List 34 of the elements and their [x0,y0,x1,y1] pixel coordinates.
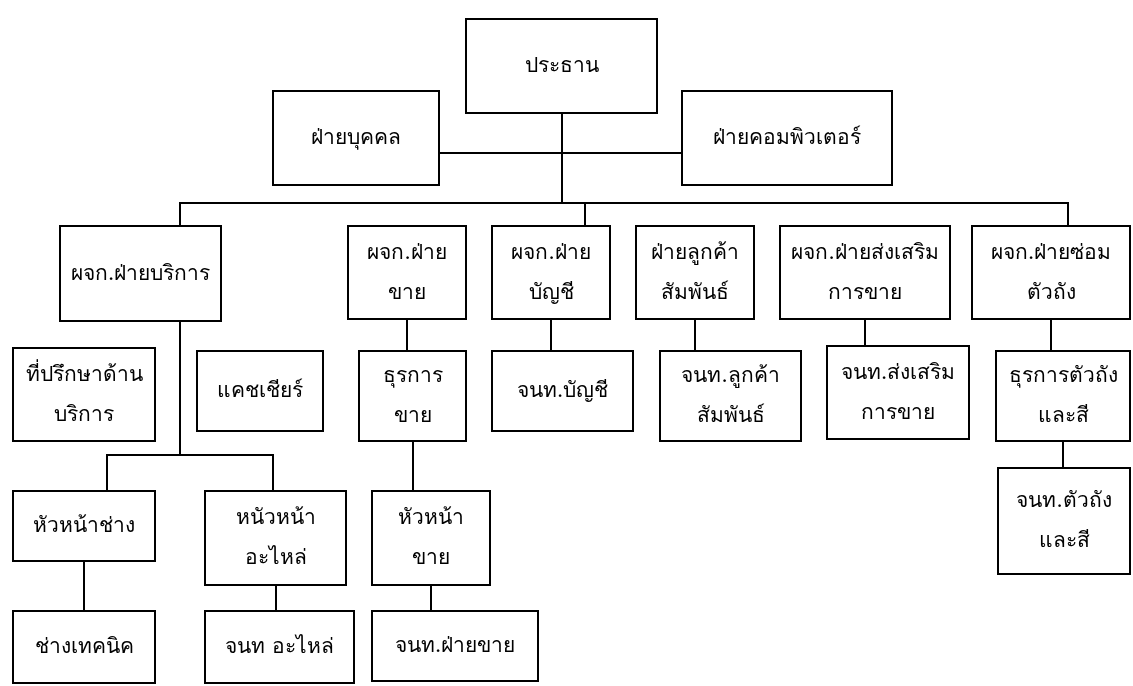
position-box: หนัวหน้าอะไหล่ [204,490,347,586]
position-box: จนท.บัญชี [491,350,634,432]
connector-line [864,319,866,346]
position-box: ประธาน [465,18,658,114]
position-box: ช่างเทคนิค [12,610,156,684]
connector-line [83,561,85,611]
connector-line [179,321,274,491]
position-box: ฝ่ายลูกค้าสัมพันธ์ [635,225,755,320]
position-box: แคชเชียร์ [196,350,324,432]
connector-line [694,319,696,351]
position-box: ธุรการขาย [358,350,467,442]
position-box: จนท.ตัวถังและสี [997,467,1131,575]
connector-line [406,319,408,351]
connector-line [275,585,277,611]
position-box: ผจก.ฝ่ายส่งเสริมการขาย [779,225,951,320]
position-box: ฝ่ายคอมพิวเตอร์ [681,90,893,186]
position-box: จนท.ฝ่ายขาย [371,610,539,682]
connector-line [412,441,414,491]
position-box: ผจก.ฝ่ายบัญชี [491,225,611,320]
position-box: ผจก.ฝ่ายบริการ [59,225,222,322]
position-box: หัวหน้าช่าง [12,490,156,562]
connector-line [550,319,552,351]
connector-line [1062,441,1064,468]
connector-line [1050,319,1052,351]
position-box: ฝ่ายบุคคล [272,90,440,186]
position-box: ธุรการตัวถังและสี [995,350,1131,442]
position-box: จนท อะไหล่ [204,610,355,684]
position-box: ที่ปรึกษาด้านบริการ [12,347,156,442]
position-box: ผจก.ฝ่ายขาย [347,225,467,320]
position-box: จนท.ลูกค้าสัมพันธ์ [659,350,802,442]
position-box: หัวหน้าขาย [371,490,491,586]
connector-line [430,585,432,611]
position-box: ผจก.ฝ่ายซ่อมตัวถัง [971,225,1131,320]
position-box: จนท.ส่งเสริมการขาย [826,345,970,440]
